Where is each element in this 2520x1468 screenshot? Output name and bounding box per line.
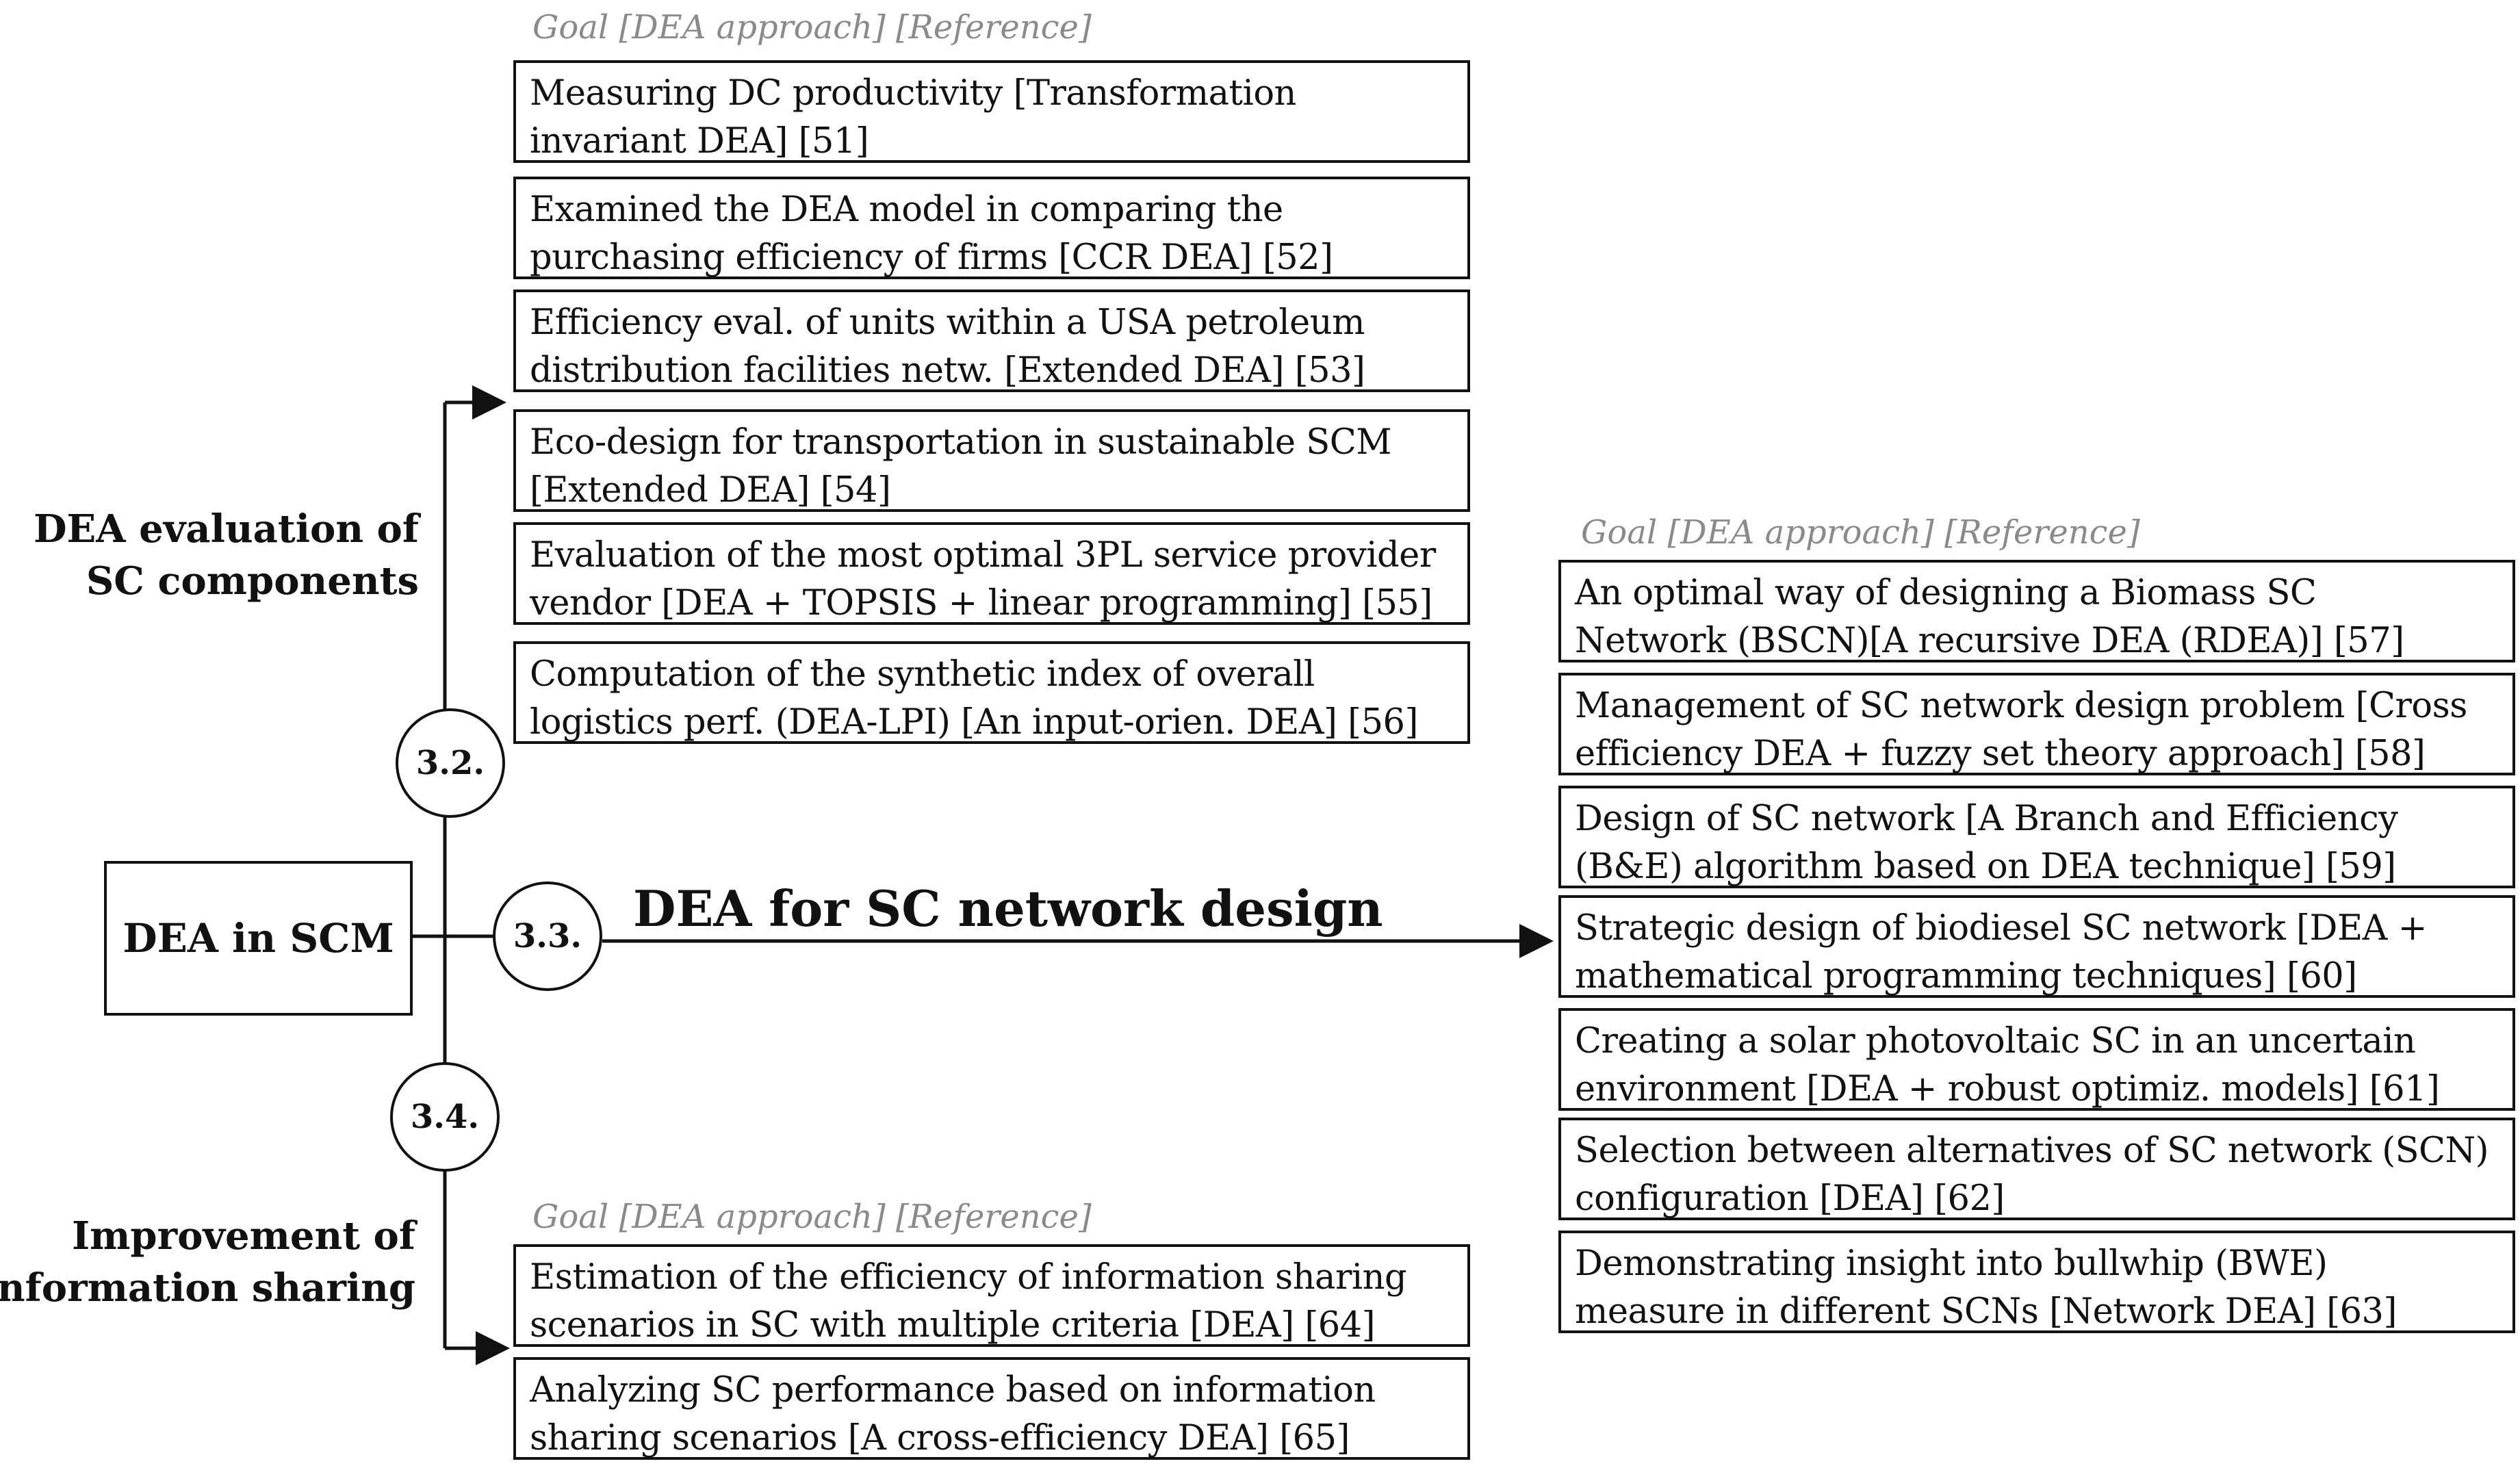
- box-line: scenarios in SC with multiple criteria […: [530, 1305, 1376, 1345]
- box-line: (B&E) algorithm based on DEA technique] …: [1575, 847, 2396, 887]
- box-line: configuration [DEA] [62]: [1575, 1179, 2005, 1219]
- branch-label-3-4-line-2: information sharing: [0, 1265, 415, 1311]
- box-line: vendor [DEA + TOPSIS + linear programmin…: [530, 583, 1432, 623]
- reference-box-55: Evaluation of the most optimal 3PL servi…: [513, 522, 1470, 625]
- reference-box-65: Analyzing SC performance based on inform…: [513, 1357, 1470, 1460]
- box-line: Measuring DC productivity [Transformatio…: [530, 73, 1296, 114]
- box-line: Evaluation of the most optimal 3PL servi…: [530, 535, 1436, 576]
- reference-box-64: Estimation of the efficiency of informat…: [513, 1244, 1470, 1347]
- branch-label-3-4-line-1: Improvement of: [71, 1213, 415, 1259]
- reference-box-51: Measuring DC productivity [Transformatio…: [513, 60, 1470, 163]
- box-line: Analyzing SC performance based on inform…: [530, 1370, 1376, 1411]
- branch-label-3-3: DEA for SC network design: [633, 879, 1383, 938]
- branch-circle-3-3: 3.3.: [493, 881, 602, 991]
- box-line: Selection between alternatives of SC net…: [1575, 1131, 2489, 1171]
- box-line: Demonstrating insight into bullwhip (BWE…: [1575, 1244, 2328, 1284]
- box-line: distribution facilities netw. [Extended …: [530, 350, 1365, 391]
- box-line: Examined the DEA model in comparing the: [530, 190, 1283, 230]
- box-line: environment [DEA + robust optimiz. model…: [1575, 1069, 2440, 1109]
- reference-box-58: Management of SC network design problem …: [1558, 673, 2515, 775]
- box-line: Design of SC network [A Branch and Effic…: [1575, 799, 2398, 839]
- box-line: efficiency DEA + fuzzy set theory approa…: [1575, 734, 2426, 774]
- branch-circle-3-4: 3.4.: [390, 1062, 500, 1172]
- box-line: Strategic design of biodiesel SC network…: [1575, 908, 2427, 949]
- box-line: Management of SC network design problem …: [1575, 686, 2467, 726]
- reference-box-52: Examined the DEA model in comparing the …: [513, 177, 1470, 279]
- box-line: purchasing efficiency of firms [CCR DEA]…: [530, 237, 1333, 278]
- box-line: sharing scenarios [A cross-efficiency DE…: [530, 1418, 1350, 1458]
- box-line: An optimal way of designing a Biomass SC: [1575, 573, 2317, 613]
- branch-label-3-4: Improvement of information sharing: [0, 1210, 415, 1314]
- reference-box-61: Creating a solar photovoltaic SC in an u…: [1558, 1008, 2515, 1111]
- reference-box-57: An optimal way of designing a Biomass SC…: [1558, 560, 2515, 662]
- box-line: invariant DEA] [51]: [530, 121, 869, 162]
- reference-box-56: Computation of the synthetic index of ov…: [513, 641, 1470, 744]
- branch-label-3-2: DEA evaluation of SC components: [34, 503, 419, 607]
- box-line: mathematical programming techniques] [60…: [1575, 956, 2357, 996]
- box-line: Eco-design for transportation in sustain…: [530, 422, 1391, 463]
- column-header-upper: Goal [DEA approach] [Reference]: [532, 8, 1092, 47]
- reference-box-60: Strategic design of biodiesel SC network…: [1558, 895, 2515, 998]
- box-line: [Extended DEA] [54]: [530, 470, 891, 511]
- reference-box-54: Eco-design for transportation in sustain…: [513, 409, 1470, 512]
- reference-box-53: Efficiency eval. of units within a USA p…: [513, 289, 1470, 392]
- box-line: Efficiency eval. of units within a USA p…: [530, 302, 1365, 343]
- column-header-right: Goal [DEA approach] [Reference]: [1581, 513, 2140, 552]
- box-line: Estimation of the efficiency of informat…: [530, 1257, 1407, 1298]
- reference-box-62: Selection between alternatives of SC net…: [1558, 1118, 2515, 1220]
- box-line: logistics perf. (DEA-LPI) [An input-orie…: [530, 702, 1418, 743]
- box-line: Network (BSCN)[A recursive DEA (RDEA)] […: [1575, 621, 2404, 661]
- reference-box-63: Demonstrating insight into bullwhip (BWE…: [1558, 1231, 2515, 1333]
- box-line: Creating a solar photovoltaic SC in an u…: [1575, 1021, 2416, 1061]
- column-header-lower: Goal [DEA approach] [Reference]: [532, 1198, 1092, 1236]
- reference-box-59: Design of SC network [A Branch and Effic…: [1558, 786, 2515, 888]
- branch-circle-3-2: 3.2.: [396, 708, 505, 818]
- box-line: Computation of the synthetic index of ov…: [530, 654, 1315, 695]
- branch-label-3-2-line-2: SC components: [86, 558, 419, 604]
- box-line: measure in different SCNs [Network DEA] …: [1575, 1291, 2397, 1332]
- branch-label-3-2-line-1: DEA evaluation of: [33, 506, 419, 552]
- root-node: DEA in SCM: [104, 861, 413, 1016]
